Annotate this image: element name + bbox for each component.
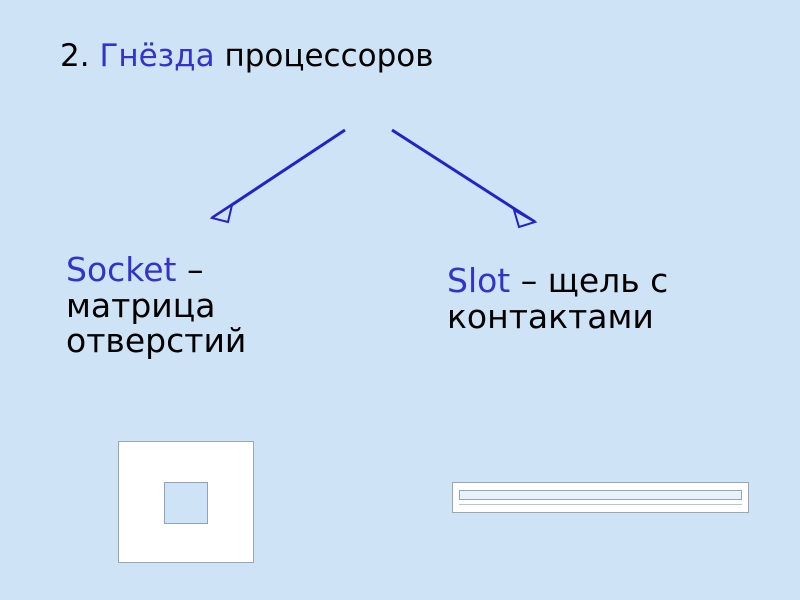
arrow-left-head <box>209 202 234 224</box>
slot-heading-line: Slot – щель с <box>447 263 787 299</box>
page-title: 2. Гнёзда процессоров <box>60 38 434 74</box>
slot-keyword: Slot <box>447 261 511 300</box>
arrow-right-line <box>391 128 536 224</box>
slot-rest: – щель с <box>520 261 669 300</box>
socket-line-3: отверстий <box>66 321 247 361</box>
arrow-left-line <box>211 128 346 220</box>
title-accent-word: Гнёзда <box>99 38 215 74</box>
title-number: 2. <box>60 38 90 74</box>
socket-heading-line: Socket – <box>66 252 386 288</box>
socket-line-2: матрица <box>66 285 216 325</box>
slot-text-block: Slot – щель с контактами <box>447 263 787 334</box>
socket-dash: – <box>186 250 204 289</box>
slot-line-2: контактами <box>447 296 654 336</box>
slot-connector-bar <box>459 490 742 500</box>
socket-text-block: Socket – матрица отверстий <box>66 252 386 359</box>
socket-keyword: Socket <box>66 250 177 289</box>
slot-base-line <box>459 504 742 505</box>
arrow-right-head <box>512 207 538 229</box>
socket-inner-square <box>164 482 208 524</box>
title-rest: процессоров <box>224 38 434 74</box>
socket-diagram <box>118 441 254 563</box>
slot-diagram <box>452 482 749 513</box>
